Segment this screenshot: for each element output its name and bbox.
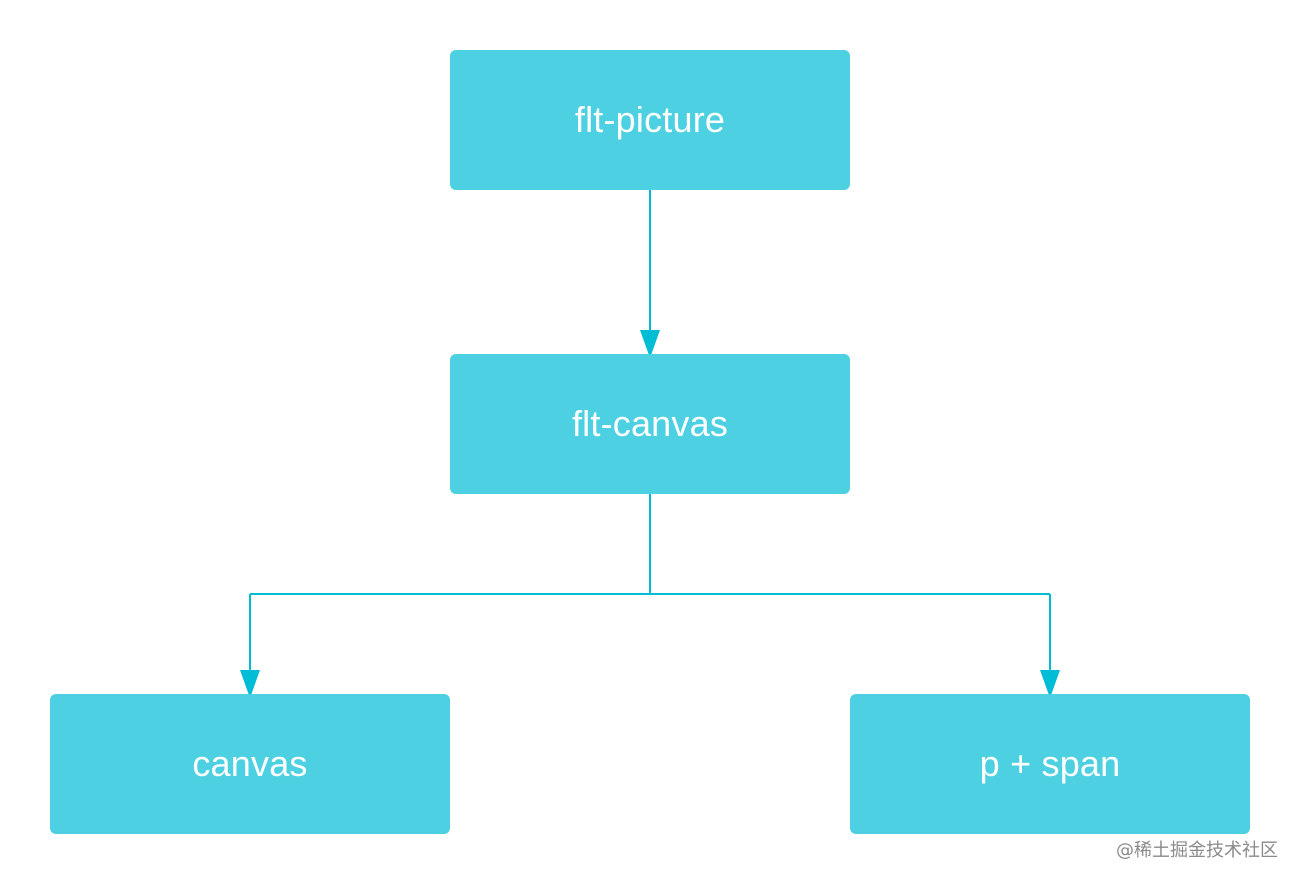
node-canvas: canvas [50, 694, 450, 834]
node-label: canvas [192, 743, 308, 784]
watermark-text: @稀土掘金技术社区 [1116, 840, 1278, 861]
node-label: p + span [979, 743, 1121, 784]
node-flt-picture: flt-picture [450, 50, 850, 190]
node-flt-canvas: flt-canvas [450, 354, 850, 494]
node-label: flt-picture [574, 99, 726, 140]
node-label: flt-canvas [571, 403, 729, 444]
node-p-span: p + span [850, 694, 1250, 834]
